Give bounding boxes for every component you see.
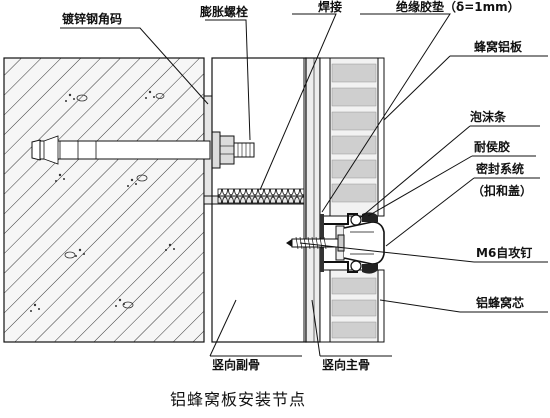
expansion-bolt [31,131,255,169]
honeycomb-panel-lower [319,269,385,343]
label-expansion-bolt: 膨胀螺栓 [200,5,249,19]
diagram-caption: 铝蜂窝板安装节点 [170,390,307,409]
label-honeycomb-core: 铝蜂窝芯 [476,296,525,310]
label-sealing-system: 密封系统 [476,162,525,176]
weld-bead [217,188,305,204]
label-secondary-mullion: 竖向副骨 [212,358,261,372]
concrete-wall [3,57,205,343]
label-insulation-pad: 绝缘胶垫（δ=1mm） [396,0,520,14]
main-mullion [305,57,321,343]
label-weld: 焊接 [318,0,343,14]
label-sealing-system-sub: （扣和盖） [472,184,533,198]
honeycomb-panel-upper [319,57,385,217]
label-main-mullion: 竖向主骨 [322,358,371,372]
leader-lines [60,13,548,357]
label-honeycomb-panel: 蜂窝铝板 [474,40,523,54]
label-foam-strip: 泡沫条 [470,110,507,124]
label-self-tapping-screw: M6自攻钉 [476,246,533,260]
label-weather-sealant: 耐侯胶 [474,140,511,154]
weather-sealant [362,212,378,274]
foam-strip [350,214,362,272]
label-galvanized-angle: 镀锌钢角码 [62,12,123,26]
